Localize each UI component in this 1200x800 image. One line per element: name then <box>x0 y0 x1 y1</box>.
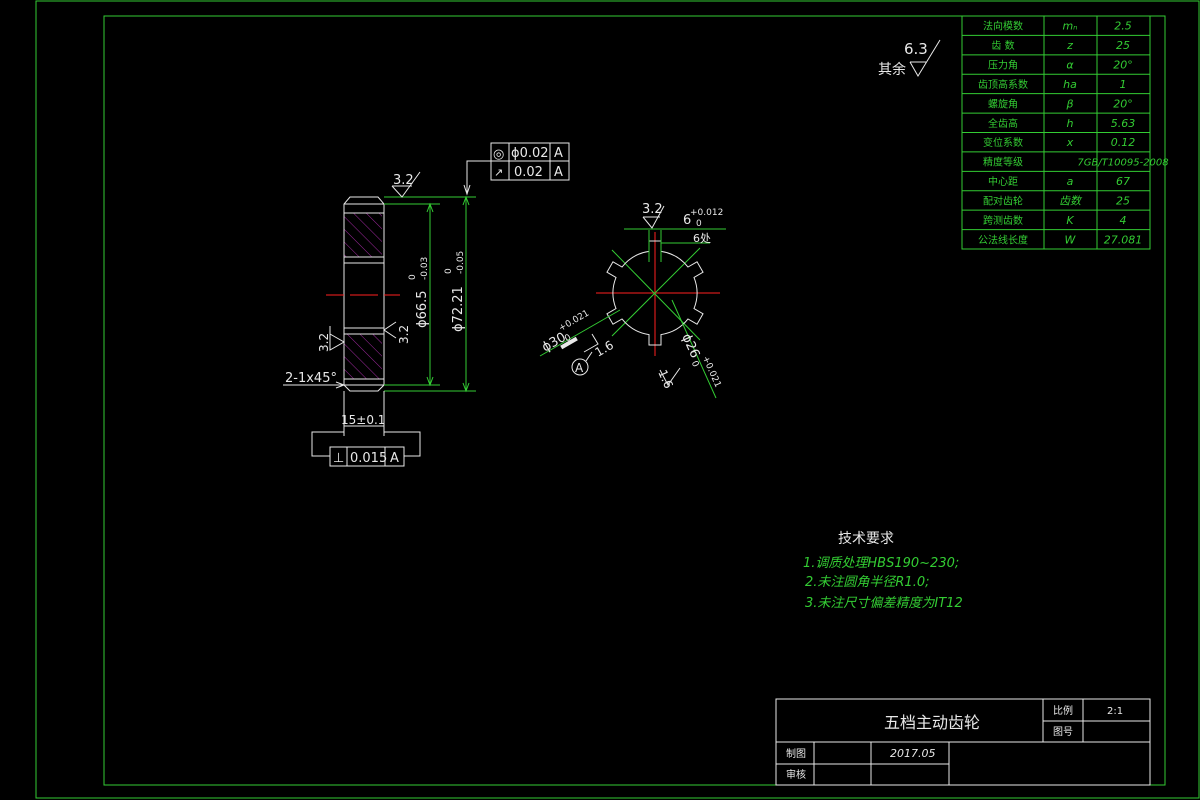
param-symbol: ha <box>1063 78 1077 91</box>
datum-a-circle <box>571 358 589 376</box>
general-roughness-value: 6.3 <box>904 40 928 58</box>
tol-coaxial-symbol: ◎ <box>493 147 504 162</box>
spline-dia-large-tol-lower: 0 <box>689 360 701 370</box>
tol-runout-symbol: ↗ <box>494 166 503 179</box>
tech-req-title: 技术要求 <box>838 531 894 547</box>
key-tol-lower: 0 <box>696 219 702 229</box>
param-symbol: β <box>1065 97 1073 110</box>
checked-label: 审核 <box>786 768 806 781</box>
width-dim: 15±0.1 <box>341 413 385 427</box>
spline-dia-large: ϕ26 <box>678 332 702 361</box>
gear-section-view: ϕ66.5 0 -0.03 ϕ72.21 0 -0.05 3.2 3.2 3.2… <box>283 142 570 467</box>
section-roughness-top: 3.2 <box>393 173 414 188</box>
dim-inner-tol-lower: -0.03 <box>420 257 430 280</box>
tol-coaxial-value: ϕ0.02 <box>511 146 549 161</box>
param-value: 20° <box>1113 97 1133 110</box>
param-symbol: 齿数 <box>1059 194 1083 207</box>
tech-req-item: 3.未注尺寸偏差精度为IT12 <box>805 596 963 611</box>
tol-perp-datum: A <box>390 451 399 466</box>
param-name: 变位系数 <box>983 136 1023 149</box>
hatch-lower <box>344 334 382 379</box>
param-value: 25 <box>1116 39 1130 52</box>
param-value: 7GB/T10095-2008 <box>1077 158 1168 169</box>
dim-outer-dia: ϕ72.21 <box>451 286 466 332</box>
dim-outer-tol-lower: -0.05 <box>456 251 466 274</box>
inner-frame <box>103 15 1166 786</box>
param-name: 齿 数 <box>991 39 1014 52</box>
param-value: 4 <box>1120 214 1127 227</box>
scale-label: 比例 <box>1053 704 1073 717</box>
param-symbol: α <box>1066 59 1074 72</box>
tol-perp-symbol: ⊥ <box>333 451 344 466</box>
param-value: 67 <box>1116 175 1130 188</box>
part-name: 五档主动齿轮 <box>884 713 980 732</box>
tech-req-item: 2.未注圆角半径R1.0; <box>805 575 930 590</box>
param-name: 公法线长度 <box>978 233 1028 246</box>
spline-dia-small-tol-upper: +0.021 <box>557 309 591 334</box>
param-name: 全齿高 <box>988 117 1018 130</box>
param-value: 25 <box>1116 194 1130 207</box>
datum-a-label: A <box>575 361 584 375</box>
key-tol-upper: +0.012 <box>690 208 723 218</box>
drawn-date: 2017.05 <box>890 747 936 760</box>
tol-perp-value: 0.015 <box>350 451 387 466</box>
param-name: 配对齿轮 <box>983 194 1023 207</box>
general-roughness: 其余 6.3 <box>878 39 941 78</box>
key-count: 6处 <box>693 232 711 245</box>
param-value: 2.5 <box>1114 20 1132 33</box>
param-name: 压力角 <box>988 59 1018 72</box>
spline-roughness-top: 3.2 <box>642 202 663 217</box>
dim-inner-dia: ϕ66.5 <box>415 290 430 328</box>
param-name: 中心距 <box>988 175 1018 188</box>
param-name: 螺旋角 <box>988 97 1018 110</box>
param-value: 0.12 <box>1111 136 1136 149</box>
spline-end-view: 3.2 6 +0.012 0 6处 ϕ30 +0.021 0 1.6 A ϕ26… <box>540 202 726 399</box>
spline-roughness-large: 1.6 <box>655 368 676 391</box>
tech-requirements: 技术要求 1.调质处理HBS190~230; 2.未注圆角半径R1.0; 3.未… <box>803 531 963 611</box>
param-name: 跨测齿数 <box>983 214 1023 227</box>
tol-runout-datum: A <box>554 165 563 180</box>
spline-profile <box>606 240 704 346</box>
param-symbol: x <box>1066 136 1074 149</box>
scale-value: 2:1 <box>1107 706 1123 717</box>
section-roughness-left: 3.2 <box>317 333 331 352</box>
param-value: 27.081 <box>1104 233 1143 246</box>
param-symbol: W <box>1065 233 1077 246</box>
param-symbol: z <box>1066 39 1073 52</box>
param-value: 1 <box>1120 78 1127 91</box>
param-value: 20° <box>1113 59 1133 72</box>
spline-dia-small-tol-lower: 0 <box>563 333 573 345</box>
param-symbol: K <box>1066 214 1074 227</box>
drawn-label: 制图 <box>786 747 806 760</box>
key-width: 6 <box>683 213 691 228</box>
tol-runout-value: 0.02 <box>514 165 543 180</box>
tol-coaxial-datum: A <box>554 146 563 161</box>
param-value: 5.63 <box>1111 117 1136 130</box>
drawing-no-label: 图号 <box>1053 726 1073 738</box>
outer-frame <box>35 0 1200 799</box>
dim-inner-tol-upper: 0 <box>408 274 418 280</box>
tol-frame-runout <box>490 160 570 181</box>
param-symbol: mₙ <box>1062 20 1077 33</box>
hatch-upper <box>344 213 382 257</box>
chamfer-label: 2-1x45° <box>285 371 337 386</box>
title-block: 五档主动齿轮 比例 2:1 图号 制图 2017.05 审核 <box>775 698 1151 786</box>
dim-outer-tol-upper: 0 <box>444 268 454 274</box>
section-roughness-inner: 3.2 <box>397 325 411 344</box>
param-name: 精度等级 <box>983 156 1023 169</box>
param-symbol: h <box>1067 117 1074 130</box>
tech-req-item: 1.调质处理HBS190~230; <box>803 556 959 571</box>
param-symbol: a <box>1067 175 1074 188</box>
spline-dia-small: ϕ30 <box>540 330 569 356</box>
param-name: 齿顶高系数 <box>978 78 1028 91</box>
param-name: 法向模数 <box>983 20 1023 33</box>
general-roughness-prefix: 其余 <box>878 61 906 78</box>
spline-dia-large-tol-upper: +0.021 <box>700 355 723 389</box>
